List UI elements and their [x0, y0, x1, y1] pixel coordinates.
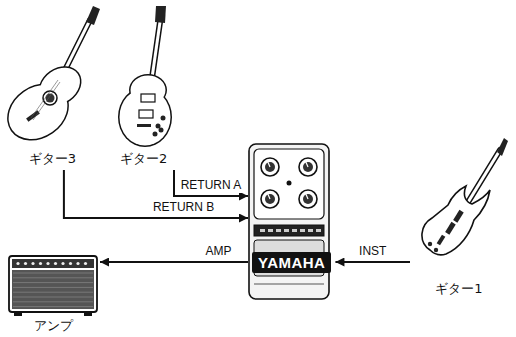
pedal-body-part [254, 225, 324, 236]
pedal-body-part [305, 192, 308, 199]
pedal-body-part [308, 229, 313, 232]
amp-cabinet-part [46, 262, 49, 265]
amp-cabinet-part [13, 273, 93, 274]
pedal-body-part [284, 229, 289, 232]
amp-cabinet-part [13, 282, 93, 283]
amp-cabinet-part [31, 262, 34, 265]
acoustic-guitar-part [0, 58, 89, 152]
pedal-body [248, 143, 330, 300]
port-label: RETURN B [151, 201, 216, 215]
electric-guitar-part [141, 94, 155, 102]
amp-cabinet-part [69, 262, 72, 265]
device-label: ギター1 [435, 282, 482, 297]
electric-guitar-part [153, 132, 158, 137]
pedal-body-part [260, 229, 265, 232]
amp-cabinet-part [9, 256, 97, 312]
electric-guitar-part [159, 128, 164, 133]
acoustic-guitar-part [46, 94, 55, 103]
amp-cabinet-part [13, 301, 93, 302]
acoustic-guitar [0, 6, 100, 152]
port-label: AMP [203, 245, 233, 259]
electric-guitar-part [139, 110, 153, 118]
pedal-body-part [292, 229, 297, 232]
pedal-body-part [299, 158, 317, 176]
electric-guitar-part [434, 248, 438, 252]
device-label: ギター2 [120, 152, 167, 167]
electric-guitar-part-part [131, 76, 166, 105]
amp-cabinet-part [12, 259, 94, 268]
amp-cabinet-part [14, 312, 22, 316]
acoustic-guitar-part [0, 60, 87, 150]
pedal-box: YAMAHA [248, 143, 335, 300]
electric-guitar-part [118, 74, 172, 147]
amp-cabinet-part [84, 312, 92, 316]
acoustic-guitar-part [86, 6, 100, 25]
pedal-body-part [254, 284, 324, 285]
port-label: INST [357, 245, 388, 259]
amplifier: アンプ [6, 252, 100, 336]
amp-cabinet-part [76, 262, 79, 265]
signal-cable [335, 261, 410, 263]
electric-guitar-part [161, 116, 166, 121]
guitar-node: ギター3 [5, 3, 100, 170]
electric-guitar [118, 6, 172, 147]
pedal-body-part [316, 229, 321, 232]
pedal-body-part [267, 192, 270, 199]
amp-cabinet-part [13, 297, 93, 298]
electric-guitar-part [453, 210, 464, 223]
device-label: ギター3 [29, 152, 76, 167]
pedal-body-part [299, 190, 317, 208]
amp-cabinet-part [13, 292, 93, 293]
pedal-body-part [261, 158, 279, 176]
signal-cable [100, 261, 248, 263]
pedal-body-part [268, 229, 273, 232]
pedal-body-part [261, 190, 279, 208]
amp-cabinet-part [16, 262, 19, 265]
signal-cable [174, 170, 248, 196]
pedal-body-part [267, 160, 270, 167]
amp-cabinet-part [13, 306, 93, 307]
electric-guitar-part [437, 235, 446, 246]
pedal-body-part [249, 144, 329, 299]
pedal-body-part [300, 229, 305, 232]
pedal-body-part [254, 149, 324, 219]
electric-guitar [422, 138, 508, 255]
amp-cabinet-part [12, 270, 94, 309]
device-label: アンプ [34, 319, 73, 334]
amp-cabinet-part [39, 262, 42, 265]
electric-guitar-part [120, 76, 171, 146]
acoustic-guitar-part [33, 82, 60, 120]
electric-guitar-part [422, 186, 490, 255]
amp-cabinet-part [54, 262, 57, 265]
amp-cabinet-part [13, 287, 93, 288]
pedal-body-part [276, 229, 281, 232]
pedal-body-part [287, 181, 292, 186]
acoustic-guitar-part [31, 80, 58, 118]
amp-cabinet-part [61, 262, 64, 265]
electric-guitar-part [137, 124, 151, 127]
electric-guitar-part [497, 138, 508, 156]
electric-guitar-part [445, 222, 456, 235]
guitar-node: ギター2 [108, 3, 180, 170]
electric-guitar-part [155, 6, 166, 23]
electric-guitar-part [156, 124, 161, 129]
port-label: RETURN A [179, 179, 244, 193]
guitar-node: ギター1 [410, 136, 508, 300]
brand-label: YAMAHA [252, 252, 331, 273]
amp-cabinet-part [84, 262, 87, 265]
amp-cabinet [6, 252, 100, 318]
amp-cabinet-part [24, 262, 27, 265]
pedal-body-part [305, 160, 308, 167]
signal-cable [64, 170, 248, 218]
amp-cabinet-part [13, 277, 93, 278]
electric-guitar-part [428, 242, 432, 246]
